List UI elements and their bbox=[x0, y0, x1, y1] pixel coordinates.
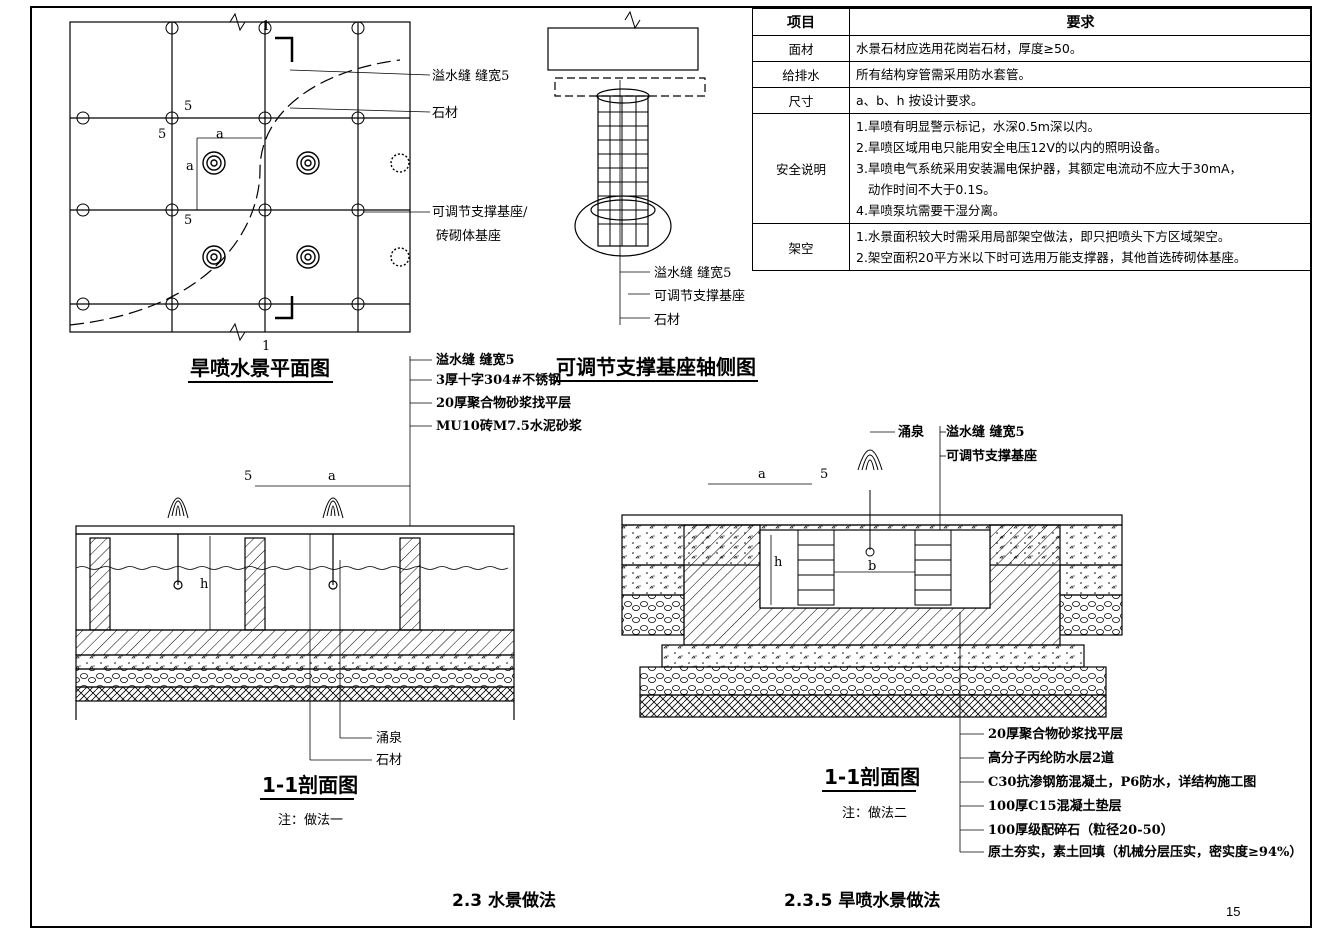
axo-title: 可调节支撑基座轴侧图 bbox=[556, 355, 756, 379]
plan-section-bottom: 1 bbox=[262, 339, 270, 354]
spec-item: 安全说明 bbox=[752, 113, 850, 224]
spec-line: a、b、h 按设计要求。 bbox=[856, 93, 984, 108]
section2-layer-1: 高分子丙纶防水层2道 bbox=[988, 750, 1114, 766]
section2-layer-3: 100厚C15混凝土垫层 bbox=[988, 798, 1122, 814]
plan-view bbox=[69, 12, 431, 342]
spec-line: 动作时间不大于0.1S。 bbox=[856, 182, 996, 197]
spec-table: 项目 要求 面材 水景石材应选用花岗岩石材，厚度≥50。 给排水 所有结构穿管需… bbox=[752, 8, 1312, 271]
spec-row: 架空 1.水景面积较大时需采用局部架空做法，即只把喷头下方区域架空。 2.架空面… bbox=[752, 223, 1312, 271]
spec-line: 1.旱喷有明显警示标记，水深0.5m深以内。 bbox=[856, 119, 1100, 134]
section2-note: 注：做法二 bbox=[842, 806, 907, 821]
plan-section-top: 1 bbox=[262, 19, 270, 34]
spec-item: 给排水 bbox=[752, 61, 850, 88]
section1-layer-2: 20厚聚合物砂浆找平层 bbox=[436, 395, 571, 411]
plan-base-label-1: 可调节支撑基座/ bbox=[432, 205, 528, 220]
page-number: 15 bbox=[1226, 904, 1241, 919]
section1-dim-5: 5 bbox=[244, 469, 252, 484]
section2-layer-0: 20厚聚合物砂浆找平层 bbox=[988, 726, 1123, 742]
spec-req: 水景石材应选用花岗岩石材，厚度≥50。 bbox=[849, 35, 1312, 62]
plan-stone-label: 石材 bbox=[432, 106, 458, 121]
section1-fountain-label: 涌泉 bbox=[376, 730, 402, 746]
left-sheet-title: 2.3 水景做法 bbox=[452, 890, 556, 911]
spec-item: 架空 bbox=[752, 223, 850, 271]
axo-base-label: 可调节支撑基座 bbox=[654, 289, 745, 304]
spec-row: 面材 水景石材应选用花岗岩石材，厚度≥50。 bbox=[752, 35, 1312, 62]
section1-title: 1-1剖面图 bbox=[262, 773, 358, 797]
spec-req: 所有结构穿管需采用防水套管。 bbox=[849, 61, 1312, 88]
section1-layer-1: 3厚十字304#不锈钢 bbox=[436, 372, 561, 388]
plan-dim-a: a bbox=[216, 127, 224, 142]
section1-layer-3: MU10砖M7.5水泥砂浆 bbox=[436, 418, 583, 434]
spec-row: 给排水 所有结构穿管需采用防水套管。 bbox=[752, 61, 1312, 88]
section1-dim-h: h bbox=[200, 577, 209, 592]
right-sheet-title: 2.3.5 旱喷水景做法 bbox=[784, 890, 940, 911]
axo-overflow-label: 溢水缝 缝宽5 bbox=[654, 265, 731, 281]
section2-fountain-label: 涌泉 bbox=[898, 424, 925, 440]
spec-line: 水景石材应选用花岗岩石材，厚度≥50。 bbox=[856, 41, 1083, 56]
spec-req: 1.旱喷有明显警示标记，水深0.5m深以内。 2.旱喷区域用电只能用安全电压12… bbox=[849, 113, 1312, 224]
spec-req: a、b、h 按设计要求。 bbox=[849, 87, 1312, 114]
section2-dim-5: 5 bbox=[820, 467, 828, 482]
section2-layer-5: 原土夯实，素土回填（机械分层压实，密实度≥94%） bbox=[988, 844, 1302, 860]
plan-dim-5a: 5 bbox=[158, 127, 166, 142]
spec-header-req: 要求 bbox=[849, 8, 1312, 36]
plan-base-label-2: 砖砌体基座 bbox=[436, 229, 501, 244]
spec-line: 2.架空面积20平方米以下时可选用万能支撑器，其他首选砖砌体基座。 bbox=[856, 250, 1247, 265]
section1-dim-a: a bbox=[328, 469, 336, 484]
spec-line: 1.水景面积较大时需采用局部架空做法，即只把喷头下方区域架空。 bbox=[856, 229, 1231, 244]
plan-dim-5b: 5 bbox=[184, 99, 192, 114]
section1-layer-0: 溢水缝 缝宽5 bbox=[436, 352, 515, 368]
spec-row: 尺寸 a、b、h 按设计要求。 bbox=[752, 87, 1312, 114]
spec-line: 3.旱喷电气系统采用安装漏电保护器，其额定电流动不应大于30mA， bbox=[856, 161, 1243, 176]
section1-view bbox=[75, 356, 515, 761]
section2-view bbox=[621, 426, 1123, 853]
section2-dim-h: h bbox=[774, 555, 783, 570]
section2-layer-4: 100厚级配碎石（粒径20-50） bbox=[988, 822, 1174, 838]
section2-dim-a: a bbox=[758, 467, 766, 482]
spec-item: 尺寸 bbox=[752, 87, 850, 114]
spec-line: 所有结构穿管需采用防水套管。 bbox=[856, 67, 1032, 82]
axo-view bbox=[547, 10, 706, 325]
plan-dim-a-v: a bbox=[186, 159, 194, 174]
drawing-sheet bbox=[30, 6, 1312, 928]
section2-overflow-label: 溢水缝 缝宽5 bbox=[946, 424, 1025, 440]
section2-title: 1-1剖面图 bbox=[824, 765, 920, 789]
section2-base-label: 可调节支撑基座 bbox=[946, 448, 1037, 464]
section2-layer-2: C30抗渗钢筋混凝土，P6防水，详结构施工图 bbox=[988, 774, 1256, 790]
section2-dim-b: b bbox=[868, 559, 876, 574]
spec-line: 2.旱喷区域用电只能用安全电压12V的以内的照明设备。 bbox=[856, 140, 1168, 155]
plan-overflow-label: 溢水缝 缝宽5 bbox=[432, 68, 509, 84]
plan-title: 旱喷水景平面图 bbox=[190, 356, 330, 380]
section1-stone-label: 石材 bbox=[376, 753, 402, 768]
section1-note: 注：做法一 bbox=[278, 813, 343, 828]
axo-stone-label: 石材 bbox=[654, 313, 680, 328]
spec-line: 4.旱喷泵坑需要干湿分离。 bbox=[856, 203, 1006, 218]
plan-dim-5c: 5 bbox=[184, 213, 192, 228]
spec-header-row: 项目 要求 bbox=[752, 8, 1312, 36]
spec-item: 面材 bbox=[752, 35, 850, 62]
spec-header-item: 项目 bbox=[752, 8, 850, 36]
spec-row: 安全说明 1.旱喷有明显警示标记，水深0.5m深以内。 2.旱喷区域用电只能用安… bbox=[752, 113, 1312, 224]
spec-req: 1.水景面积较大时需采用局部架空做法，即只把喷头下方区域架空。 2.架空面积20… bbox=[849, 223, 1312, 271]
